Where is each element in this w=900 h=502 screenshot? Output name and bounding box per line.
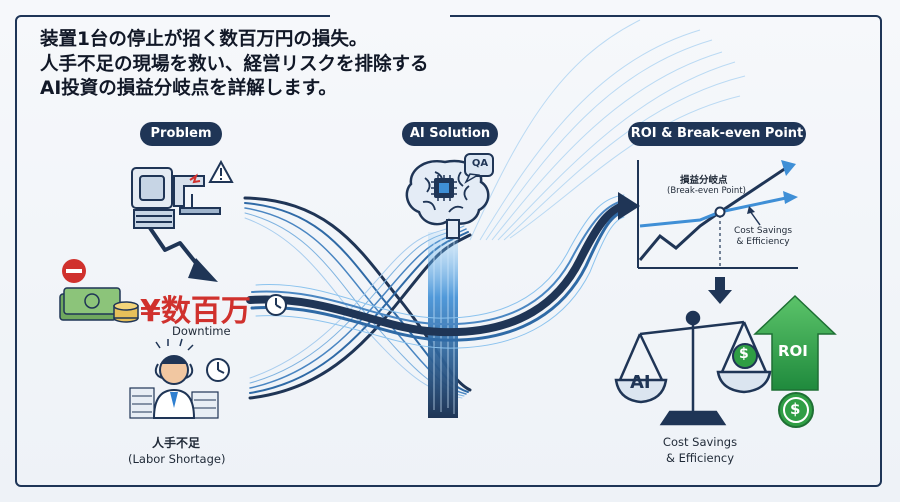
chip-icon xyxy=(431,175,457,201)
labor-en: (Labor Shortage) xyxy=(128,452,226,466)
breakeven-jp: 損益分岐点 xyxy=(680,175,728,186)
qa-badge-label: QA xyxy=(471,158,489,169)
roi-arrow-label: ROI xyxy=(778,342,808,360)
chart-savings-label: Cost Savings & Efficiency xyxy=(734,226,792,248)
roi-chart xyxy=(637,160,798,269)
headline: 装置1台の停止が招く数百万円の損失。 人手不足の現場を救い、経営リスクを排除する… xyxy=(40,28,560,102)
scale-dollar-label: $ xyxy=(739,346,749,362)
flow-arrowhead xyxy=(618,192,640,220)
ai-solution-pill: AI Solution xyxy=(402,122,498,146)
coin-dollar-label: $ xyxy=(790,400,801,418)
scale-ai-label: AI xyxy=(630,372,651,393)
bottom-savings-line-1: Cost Savings xyxy=(662,435,738,449)
breakeven-marker xyxy=(714,206,726,218)
problem-pill: Problem xyxy=(140,122,222,146)
chart-savings-line-1: Cost Savings xyxy=(734,226,793,236)
machine-icon xyxy=(131,167,221,229)
breakeven-en: (Break-even Point) xyxy=(667,186,746,196)
headline-line-2: 人手不足の現場を救い、経営リスクを排除する xyxy=(40,53,429,75)
roi-pill: ROI & Break-even Point xyxy=(628,122,806,146)
labor-jp: 人手不足 xyxy=(152,436,201,450)
clock-icon xyxy=(265,294,287,316)
bottom-savings-line-2: & Efficiency xyxy=(665,451,735,465)
scale-dollar-icon xyxy=(732,343,758,369)
spark-icon xyxy=(189,173,201,184)
decline-arrow-icon xyxy=(148,226,202,270)
main-flow xyxy=(246,194,629,349)
loss-caption: Downtime xyxy=(172,324,231,338)
scale-icon xyxy=(614,310,772,426)
minus-icon xyxy=(62,259,86,283)
frame-gap xyxy=(330,10,450,22)
chart-savings-line-2: & Efficiency xyxy=(736,237,790,247)
dollar-icon xyxy=(778,392,814,428)
loss-amount: ¥数百万 xyxy=(140,294,251,329)
clock-small-icon xyxy=(206,358,230,382)
headline-line-3: AI投資の損益分岐点を詳解します。 xyxy=(40,78,337,99)
headline-line-1: 装置1台の停止が招く数百万円の損失。 xyxy=(40,29,368,50)
qa-bubble-icon xyxy=(464,153,494,184)
worker-icon xyxy=(129,338,219,419)
warning-icon xyxy=(208,159,234,183)
light-streams xyxy=(469,19,746,241)
down-arrow-icon xyxy=(708,277,732,304)
money-stack-icon xyxy=(59,287,139,323)
bottom-savings-label: Cost Savings & Efficiency xyxy=(650,434,750,466)
arrow-up-icon xyxy=(753,294,837,391)
